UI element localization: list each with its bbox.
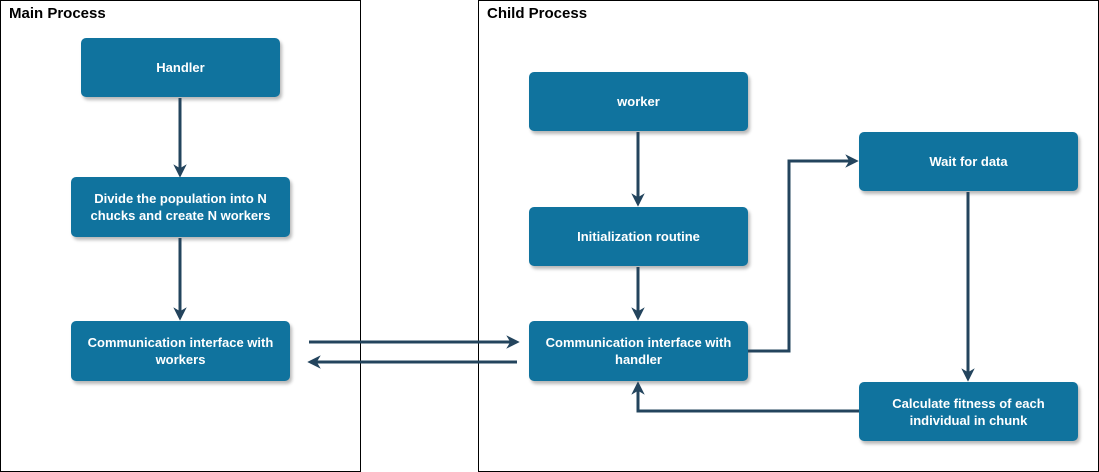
main-communication-interface-label: Communication interface with workers: [87, 335, 274, 367]
communication-to-wait-arrow: [748, 154, 859, 353]
handler-label: Handler: [156, 60, 205, 75]
initialization-routine-label: Initialization routine: [577, 229, 700, 244]
initialization-routine-node: Initialization routine: [529, 207, 748, 266]
wait-for-data-label: Wait for data: [929, 154, 1008, 169]
calculate-fitness-node: Calculate fitness of each individual in …: [859, 382, 1078, 441]
worker-label: worker: [617, 94, 660, 109]
child-communication-interface-label: Communication interface with handler: [545, 335, 732, 367]
main-communication-interface-node: Communication interface with workers: [71, 321, 290, 381]
divide-population-node: Divide the population into N chucks and …: [71, 177, 290, 237]
worker-node: worker: [529, 72, 748, 131]
child-communication-interface-node: Communication interface with handler: [529, 321, 748, 381]
main-process-title: Main Process: [9, 5, 106, 22]
divide-population-label: Divide the population into N chucks and …: [90, 191, 271, 223]
child-process-title: Child Process: [487, 5, 588, 22]
calculate-fitness-label: Calculate fitness of each individual in …: [892, 395, 1045, 428]
wait-for-data-node: Wait for data: [859, 132, 1078, 191]
handler-node: Handler: [81, 38, 280, 97]
calculate-to-communication-arrow: [631, 381, 859, 413]
